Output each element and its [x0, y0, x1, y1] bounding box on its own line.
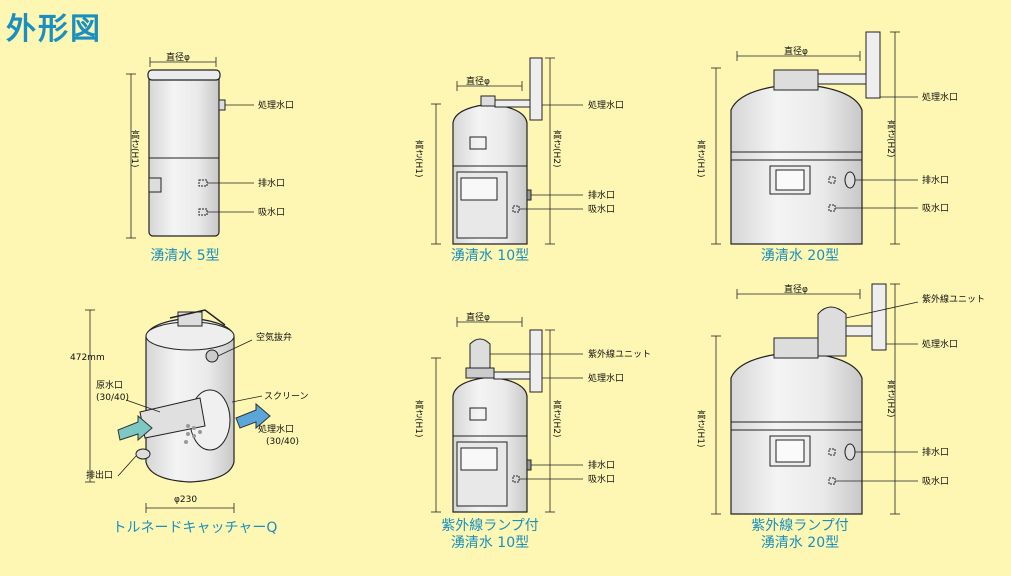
intake-label: 吸水口 [258, 206, 285, 218]
height-h1-label: 高さ(H1) [413, 139, 424, 178]
caption-line: 湧清水 10型 [450, 535, 530, 551]
caption-uv-model-20: 紫外線ランプ付 湧清水 20型 [730, 518, 870, 552]
dimension-diameter [149, 57, 217, 67]
uv-lamp [817, 306, 847, 357]
inlet-arrow [117, 414, 153, 442]
drain-label: 排水口 [922, 446, 949, 458]
dia-230-label: φ230 [174, 495, 197, 505]
caption-model-10: 湧清水 10型 [430, 248, 550, 265]
treated-outlet-label: 処理水口 [588, 372, 624, 384]
model-5: 直径φ 高さ(H1) 処理水口 排水口 吸水口 [126, 51, 294, 239]
treated-outlet-label: 処理水口 [258, 99, 294, 111]
intake-label: 吸水口 [588, 203, 615, 215]
treated-outlet-size-label: (30/40) [266, 437, 299, 447]
treated-outlet-label: 処理水口 [258, 423, 294, 435]
height-h1-label: 高さ(H1) [695, 409, 706, 448]
caption-line: 湧清水 20型 [760, 248, 840, 264]
model-20: 直径φ 高さ(H1) 高さ(H2) 処理水口 排水口 吸水口 [695, 31, 958, 245]
screen-label: スクリーン [264, 391, 309, 402]
model-10: 直径φ 高さ(H1) 高さ(H2) 処理水口 排水口 吸水口 [413, 57, 624, 245]
caption-line: 湧清水 20型 [760, 535, 840, 551]
height-label: 高さ(H1) [129, 129, 140, 168]
air-vent-label: 空気抜弁 [256, 331, 292, 343]
treated-outlet-label: 処理水口 [922, 338, 958, 350]
height-h2-label: 高さ(H2) [885, 379, 896, 418]
diameter-label: 直径φ [784, 283, 808, 295]
tornado-catcher-q: 472mm φ230 空気抜弁 原水口 (30/40) スクリーン 処理水口 (… [70, 309, 309, 513]
discharge-label: 排出口 [86, 469, 113, 481]
drain-label: 排水口 [588, 459, 615, 471]
uv-model-10: 直径φ 高さ(H1) 高さ(H2) 紫外線ユニット 処理水口 排水口 吸水口 [413, 311, 651, 513]
treated-outlet-label: 処理水口 [588, 99, 624, 111]
caption-model-5: 湧清水 5型 [130, 248, 240, 265]
drain-label: 排水口 [258, 177, 285, 189]
diameter-label: 直径φ [466, 75, 490, 87]
height-472-label: 472mm [70, 353, 105, 363]
raw-inlet-size-label: (30/40) [96, 393, 129, 403]
uv-unit-label: 紫外線ユニット [922, 293, 985, 305]
tank-body [730, 83, 863, 245]
drain-label: 排水口 [588, 189, 615, 201]
uv-unit-label: 紫外線ユニット [588, 348, 651, 360]
uv-model-20: 直径φ 高さ(H1) 高さ(H2) 紫外線ユニット 処理水口 排水口 吸水口 [695, 283, 985, 515]
caption-line: トルネードキャッチャーQ [112, 520, 278, 536]
diameter-label: 直径φ [784, 45, 808, 57]
tank-body [730, 351, 863, 515]
intake-label: 吸水口 [922, 475, 949, 487]
tank-lid [147, 69, 221, 81]
outlet-arrow [235, 402, 271, 430]
intake-label: 吸水口 [922, 202, 949, 214]
caption-tornado-catcher: トルネードキャッチャーQ [95, 520, 295, 537]
caption-line: 湧清水 5型 [150, 248, 220, 264]
height-h1-label: 高さ(H1) [695, 139, 706, 178]
diameter-label: 直径φ [466, 311, 490, 323]
dimension-height [126, 73, 254, 239]
height-h1-label: 高さ(H1) [413, 399, 424, 438]
height-h2-label: 高さ(H2) [551, 399, 562, 438]
height-h2-label: 高さ(H2) [551, 129, 562, 168]
caption-line: 湧清水 10型 [450, 248, 530, 264]
caption-model-20: 湧清水 20型 [735, 248, 865, 265]
caption-line: 紫外線ランプ付 [751, 518, 849, 534]
intake-label: 吸水口 [588, 473, 615, 485]
uv-lamp [469, 338, 491, 371]
treated-outlet-label: 処理水口 [922, 91, 958, 103]
page-title: 外形図 [6, 12, 102, 47]
caption-uv-model-10: 紫外線ランプ付 湧清水 10型 [420, 518, 560, 552]
height-h2-label: 高さ(H2) [885, 119, 896, 158]
raw-inlet-label: 原水口 [96, 379, 123, 391]
drain-label: 排水口 [922, 174, 949, 186]
caption-line: 紫外線ランプ付 [441, 518, 539, 534]
diameter-label: 直径φ [166, 51, 190, 63]
